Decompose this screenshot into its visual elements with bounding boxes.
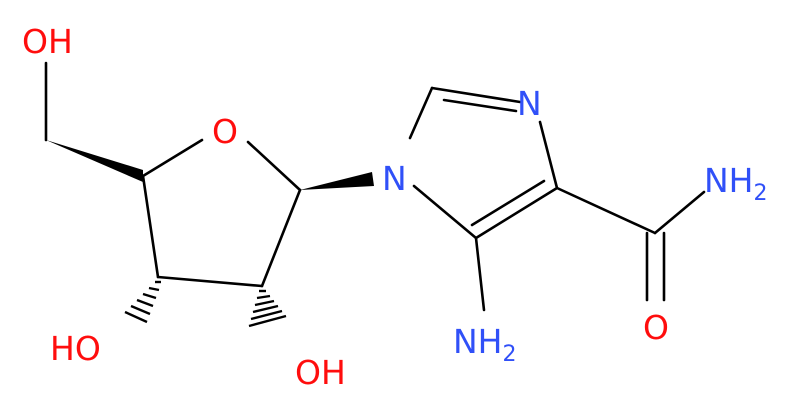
atom-oh-top: OH bbox=[22, 22, 73, 61]
bond-c3-c2 bbox=[156, 275, 264, 288]
bond-c4r-c5r-a bbox=[474, 186, 559, 240]
bond-c2-c1 bbox=[260, 188, 302, 288]
bonds bbox=[44, 61, 706, 312]
bond-n3-c4r bbox=[538, 120, 559, 190]
bond-c5r-n1 bbox=[412, 184, 478, 240]
bond-c4r-cc bbox=[555, 186, 657, 235]
atom-n1: N bbox=[382, 159, 407, 198]
wedge-c4-ch2 bbox=[46, 140, 143, 182]
atom-n3: N bbox=[517, 84, 542, 123]
atom-nh2-ring: NH2 bbox=[453, 322, 517, 367]
bond-c5r-nh2 bbox=[474, 236, 486, 312]
atom-o-ring: O bbox=[212, 112, 238, 151]
wedge-c1-n1 bbox=[300, 172, 374, 190]
hash-c2-oh bbox=[248, 289, 287, 328]
hashes bbox=[124, 280, 287, 328]
bond-c4r-c5r-b bbox=[470, 179, 546, 227]
hash-c3-oh bbox=[124, 280, 161, 324]
atom-labels: OH O HO OH N N NH2 NH2 O bbox=[22, 22, 768, 392]
bond-n1-c2r bbox=[408, 86, 434, 140]
atom-oh-bottom: OH bbox=[295, 353, 346, 392]
atom-nh2-amide: NH2 bbox=[704, 161, 768, 206]
bond-o-c1 bbox=[246, 140, 302, 192]
bond-c4-c3 bbox=[141, 174, 160, 279]
wedges bbox=[46, 140, 374, 190]
bond-c2r-n3-a bbox=[430, 86, 522, 104]
bond-cc-nh2 bbox=[653, 190, 706, 235]
bond-c4-o bbox=[141, 138, 204, 178]
atom-o-amide: O bbox=[643, 308, 669, 347]
atom-ho-left: HO bbox=[50, 329, 101, 368]
bond-c2r-n3-b bbox=[442, 98, 518, 113]
